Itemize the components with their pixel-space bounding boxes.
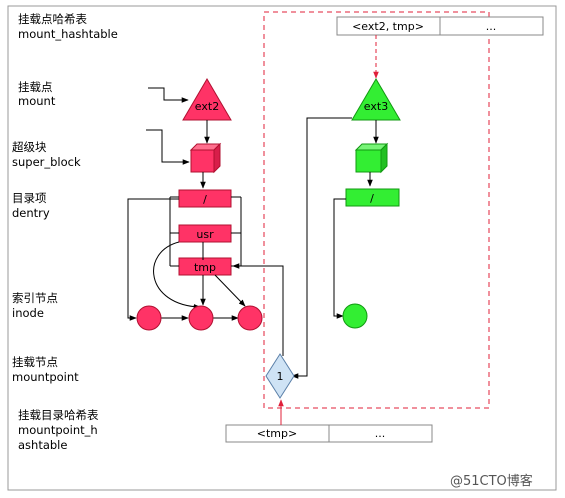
svg-text:挂载节点: 挂载节点: [12, 355, 58, 369]
mount-ext2-label: ext2: [195, 100, 219, 113]
mount-hashtable-cell-1-text: <ext2, tmp>: [352, 20, 424, 33]
svg-text:挂载目录哈希表: 挂载目录哈希表: [18, 408, 99, 422]
svg-text:挂载点: 挂载点: [18, 80, 53, 94]
svg-text:mountpoint: mountpoint: [12, 370, 79, 384]
mount-hashtable-cell-2: [439, 16, 544, 36]
svg-text:挂载点哈希表: 挂载点哈希表: [18, 12, 87, 26]
mountpoint-diamond-label: 1: [277, 370, 284, 383]
mountpoint-hashtable-table: <tmp> ...: [225, 424, 433, 443]
superblock-cube-left: [189, 142, 222, 174]
inode-right-1: [342, 303, 368, 329]
label-super-block: 超级块 super_block: [12, 140, 81, 169]
mount-ext3-label: ext3: [364, 100, 388, 113]
mountpoint-hashtable-cell-2: [328, 424, 433, 443]
inode-left-2: [188, 305, 214, 331]
superblock-cube-right: [354, 142, 389, 174]
mount-hashtable-table: <ext2, tmp> ...: [336, 16, 544, 36]
mounted-fs-dashed-box: [263, 11, 490, 409]
dentry-root-left-label: /: [203, 193, 207, 206]
dentry-root-right-label: /: [370, 192, 374, 205]
label-mount-hashtable: 挂载点哈希表 mount_hashtable: [18, 12, 118, 41]
svg-text:mount: mount: [18, 94, 56, 108]
svg-text:dentry: dentry: [12, 206, 50, 220]
svg-text:inode: inode: [12, 306, 44, 320]
svg-text:索引节点: 索引节点: [12, 291, 58, 305]
watermark-text: @51CTO博客: [450, 473, 533, 489]
mountpoint-hashtable-cell-2-text: ...: [375, 427, 386, 440]
mount-hashtable-cell-2-text: ...: [486, 20, 497, 33]
svg-text:super_block: super_block: [12, 155, 81, 169]
svg-text:目录项: 目录项: [12, 191, 47, 205]
dentry-usr-label: usr: [196, 228, 214, 241]
outer-frame: [7, 5, 557, 491]
mountpoint-diamond: [265, 353, 295, 399]
arrow-ext3-to-mountpoint: [291, 117, 352, 379]
svg-text:mount_hashtable: mount_hashtable: [18, 27, 118, 41]
svg-text:超级块: 超级块: [12, 140, 47, 154]
arrow-mountpoint-to-tmp: [232, 263, 284, 356]
inode-left-3: [237, 305, 263, 331]
label-mountpoint: 挂载节点 mountpoint: [12, 355, 79, 384]
svg-text:mountpoint_h: mountpoint_h: [18, 423, 98, 437]
label-dentry: 目录项 dentry: [12, 191, 50, 220]
arrow-to-ext2: [148, 87, 189, 103]
inode-left-1: [136, 305, 162, 331]
label-mountpoint-hashtable: 挂载目录哈希表 mountpoint_h ashtable: [18, 408, 99, 452]
mountpoint-hashtable-cell-1-text: <tmp>: [257, 427, 297, 440]
arrow-root-right-to-inode: [333, 198, 346, 319]
label-mount: 挂载点 mount: [18, 80, 56, 108]
dentry-root-right: [345, 188, 400, 207]
svg-text:ashtable: ashtable: [18, 438, 67, 452]
label-inode: 索引节点 inode: [12, 291, 58, 320]
arrow-to-superblock: [146, 129, 190, 165]
dentry-tmp-label: tmp: [194, 261, 216, 274]
